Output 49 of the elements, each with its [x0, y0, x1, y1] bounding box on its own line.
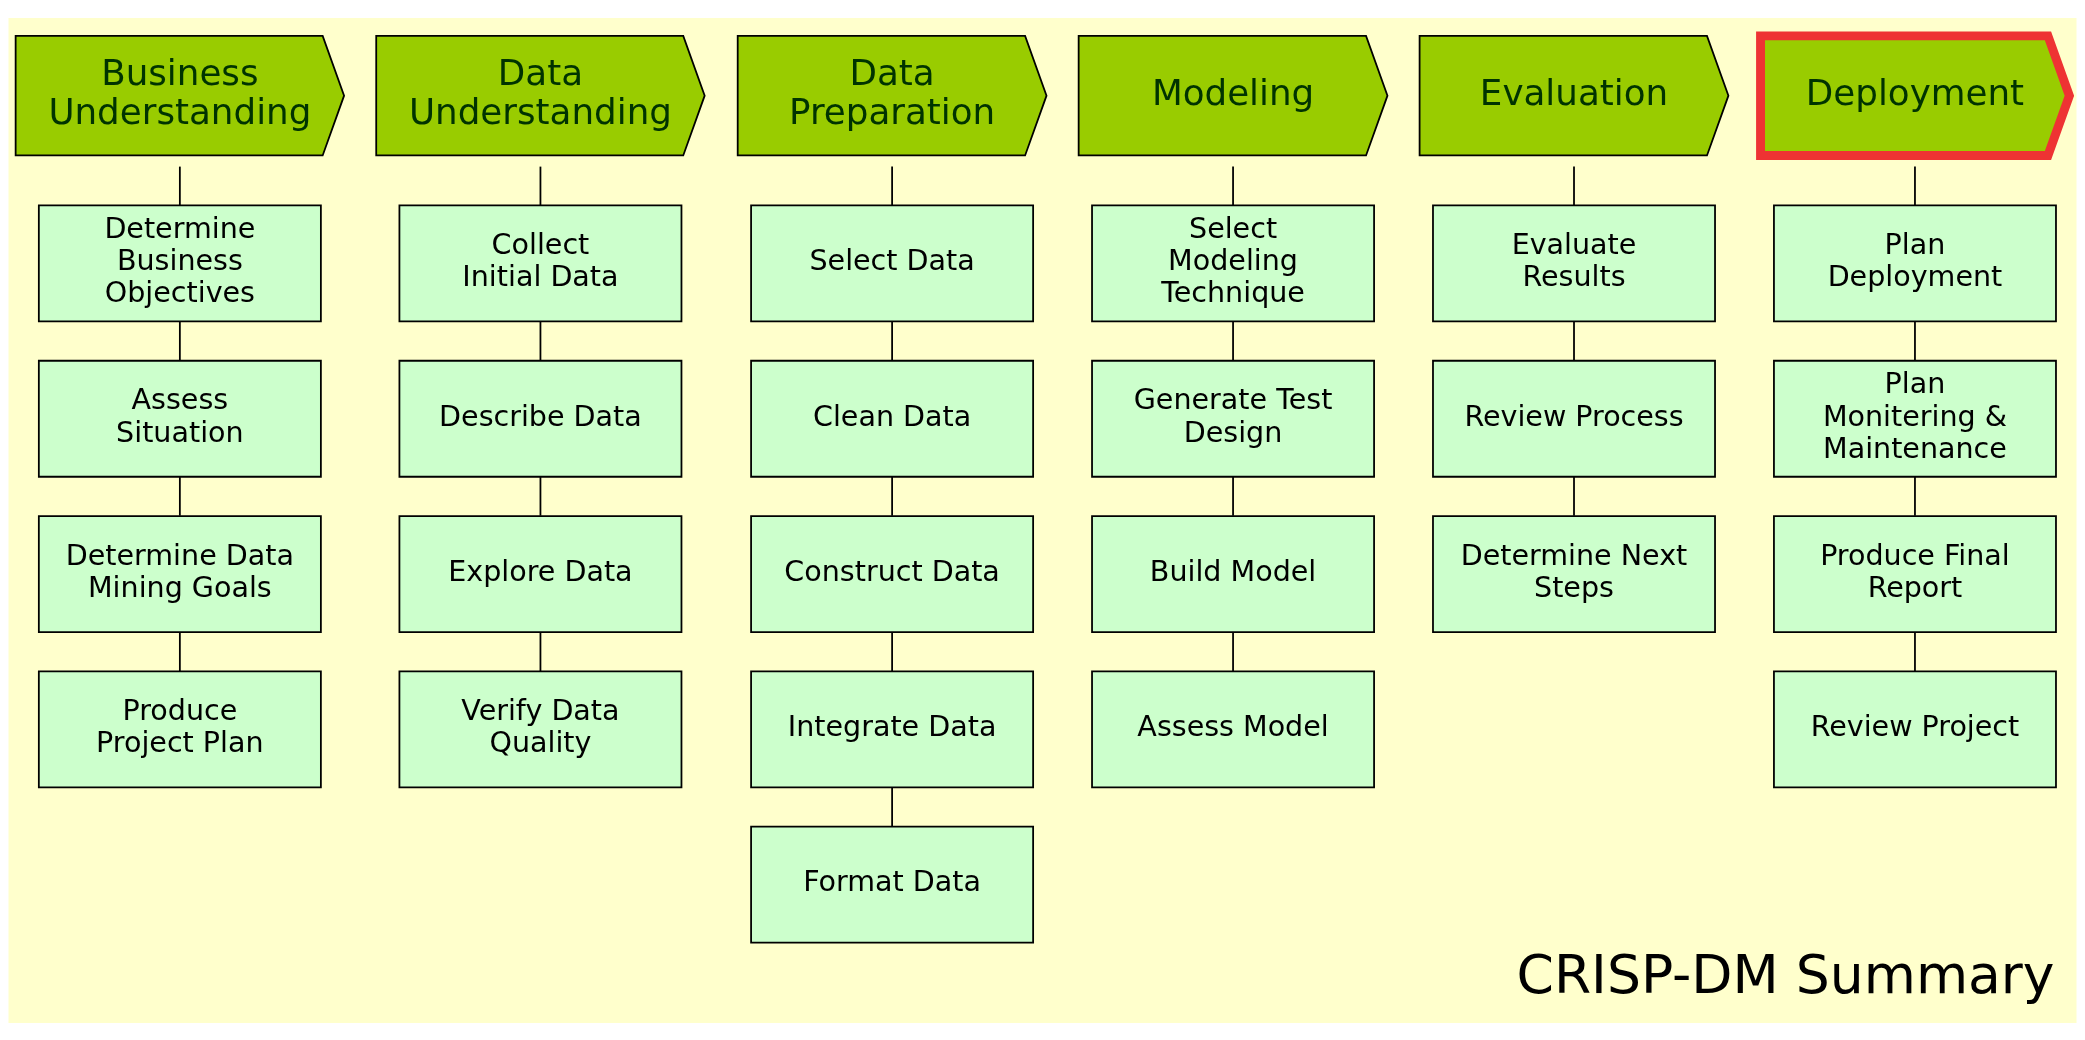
node-box: Produce Final Report [1773, 514, 2057, 633]
node-box: Plan Deployment [1773, 204, 2057, 322]
connector [178, 630, 181, 672]
connector [539, 475, 542, 517]
node-box: Collect Initial Data [398, 204, 683, 322]
connector [539, 320, 542, 361]
node-box: Determine Data Mining Goals [37, 514, 322, 633]
node-box: Clean Data [750, 359, 1035, 478]
node-box: Evaluate Results [1432, 204, 1716, 322]
node-box: Assess Situation [37, 359, 322, 478]
node-box: Construct Data [750, 514, 1035, 633]
connector [891, 165, 893, 206]
connector [891, 320, 893, 361]
connector [1573, 475, 1575, 517]
node-box: Describe Data [398, 359, 683, 478]
node-box: Review Process [1432, 359, 1716, 478]
node-box: Integrate Data [750, 669, 1035, 788]
node-box: Determine Business Objectives [37, 204, 322, 322]
node-box: Determine Next Steps [1432, 514, 1716, 633]
connector [1232, 630, 1234, 672]
node-box: Plan Monitering & Maintenance [1773, 359, 2057, 478]
connector [891, 786, 893, 827]
node-box: Verify Data Quality [398, 669, 683, 788]
connector [178, 475, 181, 517]
connector [539, 165, 542, 206]
connector [539, 630, 542, 672]
node-box: Select Modeling Technique [1091, 204, 1375, 322]
connector [1914, 475, 1916, 517]
connector [891, 475, 893, 517]
connector [1232, 320, 1234, 361]
connector [178, 320, 181, 361]
connector [1573, 165, 1575, 206]
node-box: Assess Model [1091, 669, 1375, 788]
node-box: Produce Project Plan [37, 669, 322, 788]
connector [1914, 165, 1916, 206]
node-box: Explore Data [398, 514, 683, 633]
node-box: Generate Test Design [1091, 359, 1375, 478]
connector [1914, 320, 1916, 361]
node-box: Format Data [750, 825, 1035, 944]
connector [891, 630, 893, 672]
connector [1573, 320, 1575, 361]
diagram-title: CRISP-DM Summary [1516, 942, 2055, 1006]
node-box: Build Model [1091, 514, 1375, 633]
connector [178, 165, 181, 206]
node-box: Review Project [1773, 669, 2057, 788]
connector [1232, 475, 1234, 517]
connector [1232, 165, 1234, 206]
node-box: Select Data [750, 204, 1035, 322]
connector [1914, 630, 1916, 672]
